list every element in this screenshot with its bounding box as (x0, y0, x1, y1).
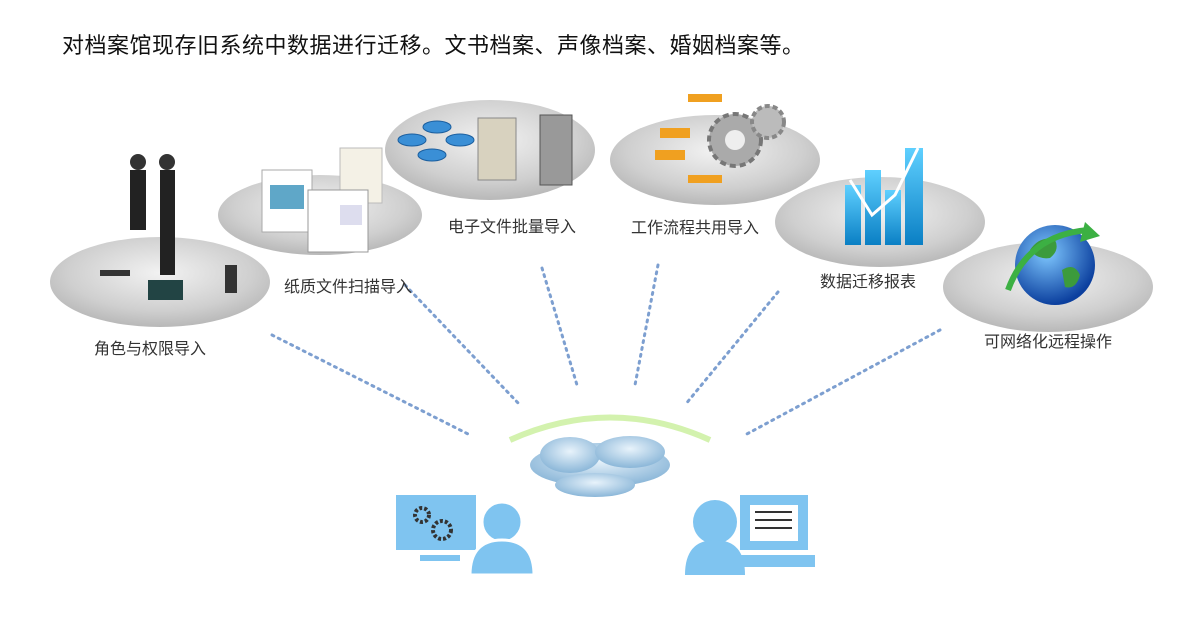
cloud-icon (508, 414, 712, 497)
module-label-roles: 角色与权限导入 (93, 339, 207, 358)
page-title: 对档案馆现存旧系统中数据进行迁移。文书档案、声像档案、婚姻档案等。 (62, 34, 805, 59)
platforms (50, 100, 1153, 332)
module-label-remote: 可网络化远程操作 (983, 332, 1113, 351)
module-label-report: 数据迁移报表 (819, 272, 917, 291)
remote-user-icon (685, 495, 815, 575)
database-server-icon (397, 114, 573, 186)
admin-user-icon (396, 495, 536, 577)
dotted-connectors (270, 263, 942, 437)
module-label-workflow: 工作流程共用导入 (630, 218, 760, 237)
module-label-e-files: 电子文件批量导入 (447, 217, 577, 236)
business-people-icon (100, 154, 237, 300)
globe-icon (1005, 222, 1100, 305)
documents-icon (261, 147, 383, 253)
module-label-paper-scan: 纸质文件扫描导入 (283, 277, 413, 296)
workflow-gears-icon (655, 94, 786, 183)
bar-chart-icon (845, 147, 923, 245)
